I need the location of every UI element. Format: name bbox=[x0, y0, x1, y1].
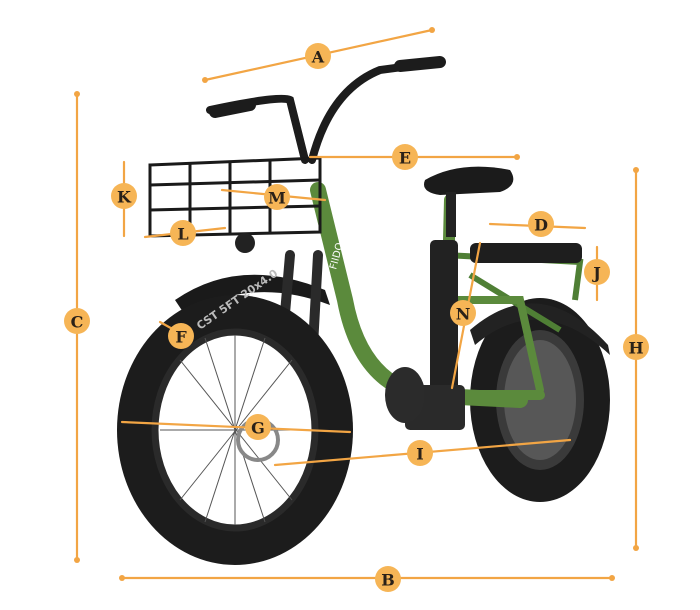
front-basket bbox=[148, 156, 322, 238]
svg-text:I: I bbox=[416, 445, 423, 464]
svg-text:E: E bbox=[399, 149, 411, 168]
svg-text:M: M bbox=[268, 189, 286, 208]
label-m: M bbox=[264, 184, 290, 210]
label-g: G bbox=[245, 414, 271, 440]
chainring bbox=[385, 367, 425, 423]
svg-text:A: A bbox=[311, 48, 325, 67]
label-l: L bbox=[170, 220, 196, 246]
saddle bbox=[424, 166, 514, 237]
svg-text:K: K bbox=[117, 188, 132, 207]
label-e: E bbox=[392, 144, 418, 170]
svg-text:C: C bbox=[71, 313, 84, 332]
handlebar bbox=[206, 56, 446, 164]
svg-text:N: N bbox=[456, 305, 471, 324]
dim-line-g bbox=[120, 420, 352, 434]
svg-text:H: H bbox=[628, 339, 643, 358]
battery bbox=[430, 240, 458, 390]
svg-text:F: F bbox=[175, 328, 187, 347]
label-f: F bbox=[168, 323, 194, 349]
svg-text:G: G bbox=[251, 419, 265, 438]
label-d: D bbox=[528, 211, 554, 237]
svg-text:J: J bbox=[591, 264, 601, 283]
label-c: C bbox=[64, 308, 90, 334]
label-a: A bbox=[305, 43, 331, 69]
rear-seat bbox=[470, 243, 582, 263]
label-n: N bbox=[450, 300, 476, 326]
label-k: K bbox=[111, 183, 137, 209]
svg-text:L: L bbox=[177, 225, 188, 244]
label-b: B bbox=[375, 566, 401, 592]
svg-text:B: B bbox=[381, 571, 395, 590]
label-i: I bbox=[407, 440, 433, 466]
svg-text:D: D bbox=[534, 216, 548, 235]
label-h: H bbox=[623, 334, 649, 360]
label-j: J bbox=[584, 259, 610, 285]
headlight bbox=[235, 233, 255, 253]
